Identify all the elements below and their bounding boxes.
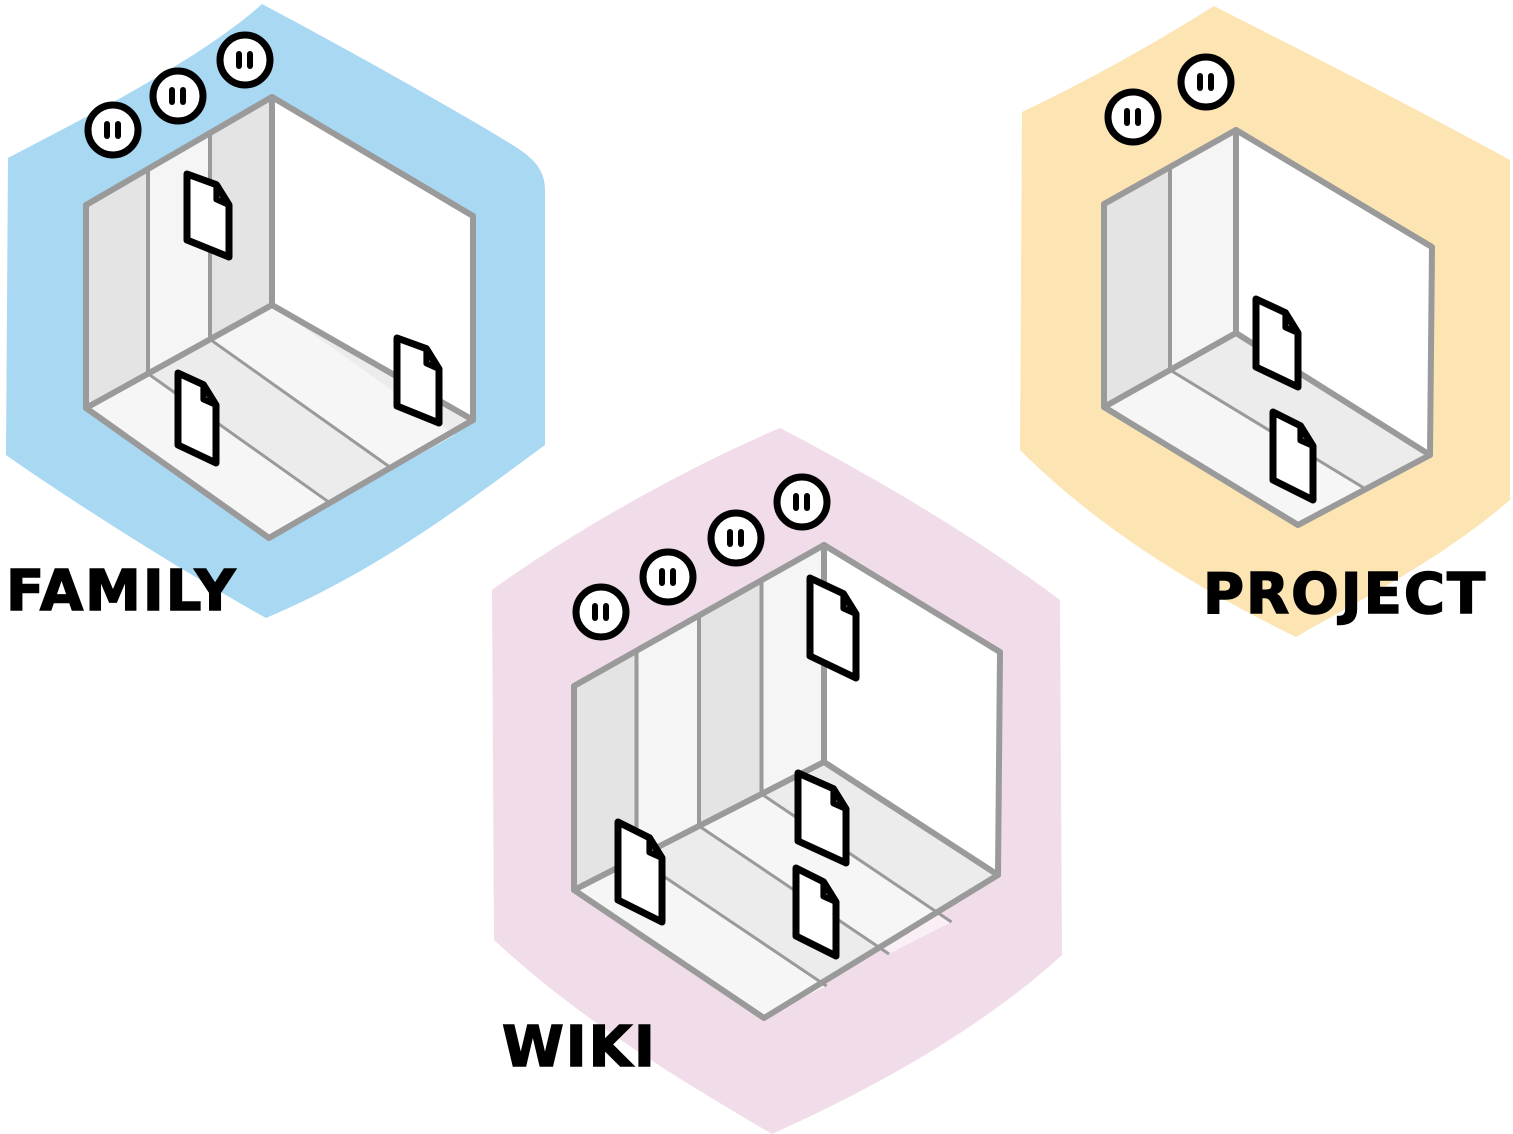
document-icon	[614, 818, 666, 926]
project-label: PROJECT	[1203, 562, 1487, 627]
document-icon	[792, 864, 840, 960]
project-cabinet-frame	[1101, 127, 1435, 528]
wiki-floor-divider	[760, 792, 953, 924]
person-head-icon	[572, 583, 630, 641]
project-documents	[1252, 295, 1317, 504]
project-compartment-wall	[1104, 167, 1170, 407]
family-label: FAMILY	[6, 559, 237, 624]
document-icon	[1269, 408, 1317, 504]
family-documents	[174, 170, 443, 467]
document-icon	[393, 334, 443, 427]
person-head-icon	[1104, 88, 1162, 146]
person-head-icon	[84, 101, 142, 159]
project-compartment-wall	[1170, 130, 1236, 370]
project-cabinet-floor-edge	[1101, 330, 1433, 458]
document-icon	[174, 369, 220, 467]
wiki-members	[572, 473, 831, 641]
person-head-icon	[707, 509, 765, 567]
document-icon	[1252, 295, 1302, 391]
project-cabinet	[1101, 127, 1435, 528]
wiki-label: WIKI	[502, 1015, 657, 1080]
space-family: FAMILY	[5, 4, 545, 625]
wiki-floor-divider	[635, 856, 828, 988]
person-head-icon	[639, 548, 697, 606]
project-members	[1104, 53, 1235, 146]
person-head-icon	[773, 473, 831, 531]
family-compartment-wall	[148, 133, 210, 374]
project-cabinet-right-wall	[1236, 130, 1432, 455]
family-cabinet-right-wall	[272, 97, 473, 420]
project-floor-divider	[1169, 368, 1365, 490]
person-head-icon	[149, 67, 207, 125]
space-wiki: WIKI	[492, 428, 1062, 1134]
wiki-floor-band	[699, 794, 952, 954]
family-compartment-wall	[86, 169, 148, 408]
person-head-icon	[216, 31, 274, 89]
wiki-cabinet-frame	[571, 542, 1003, 1021]
wiki-compartment-wall	[699, 580, 762, 826]
document-icon	[806, 574, 860, 682]
wiki-documents	[614, 574, 860, 960]
wiki-compartment-wall	[636, 615, 699, 858]
document-icon	[183, 170, 233, 261]
family-floor-divider	[209, 338, 394, 471]
family-cabinet-frame	[83, 94, 476, 541]
person-head-icon	[1177, 53, 1235, 111]
family-floor-band	[210, 305, 455, 470]
space-project: PROJECT	[1020, 6, 1510, 637]
family-members	[84, 31, 274, 159]
document-icon	[794, 769, 850, 867]
family-compartment-wall	[210, 97, 272, 340]
family-cabinet-floor	[86, 305, 473, 538]
